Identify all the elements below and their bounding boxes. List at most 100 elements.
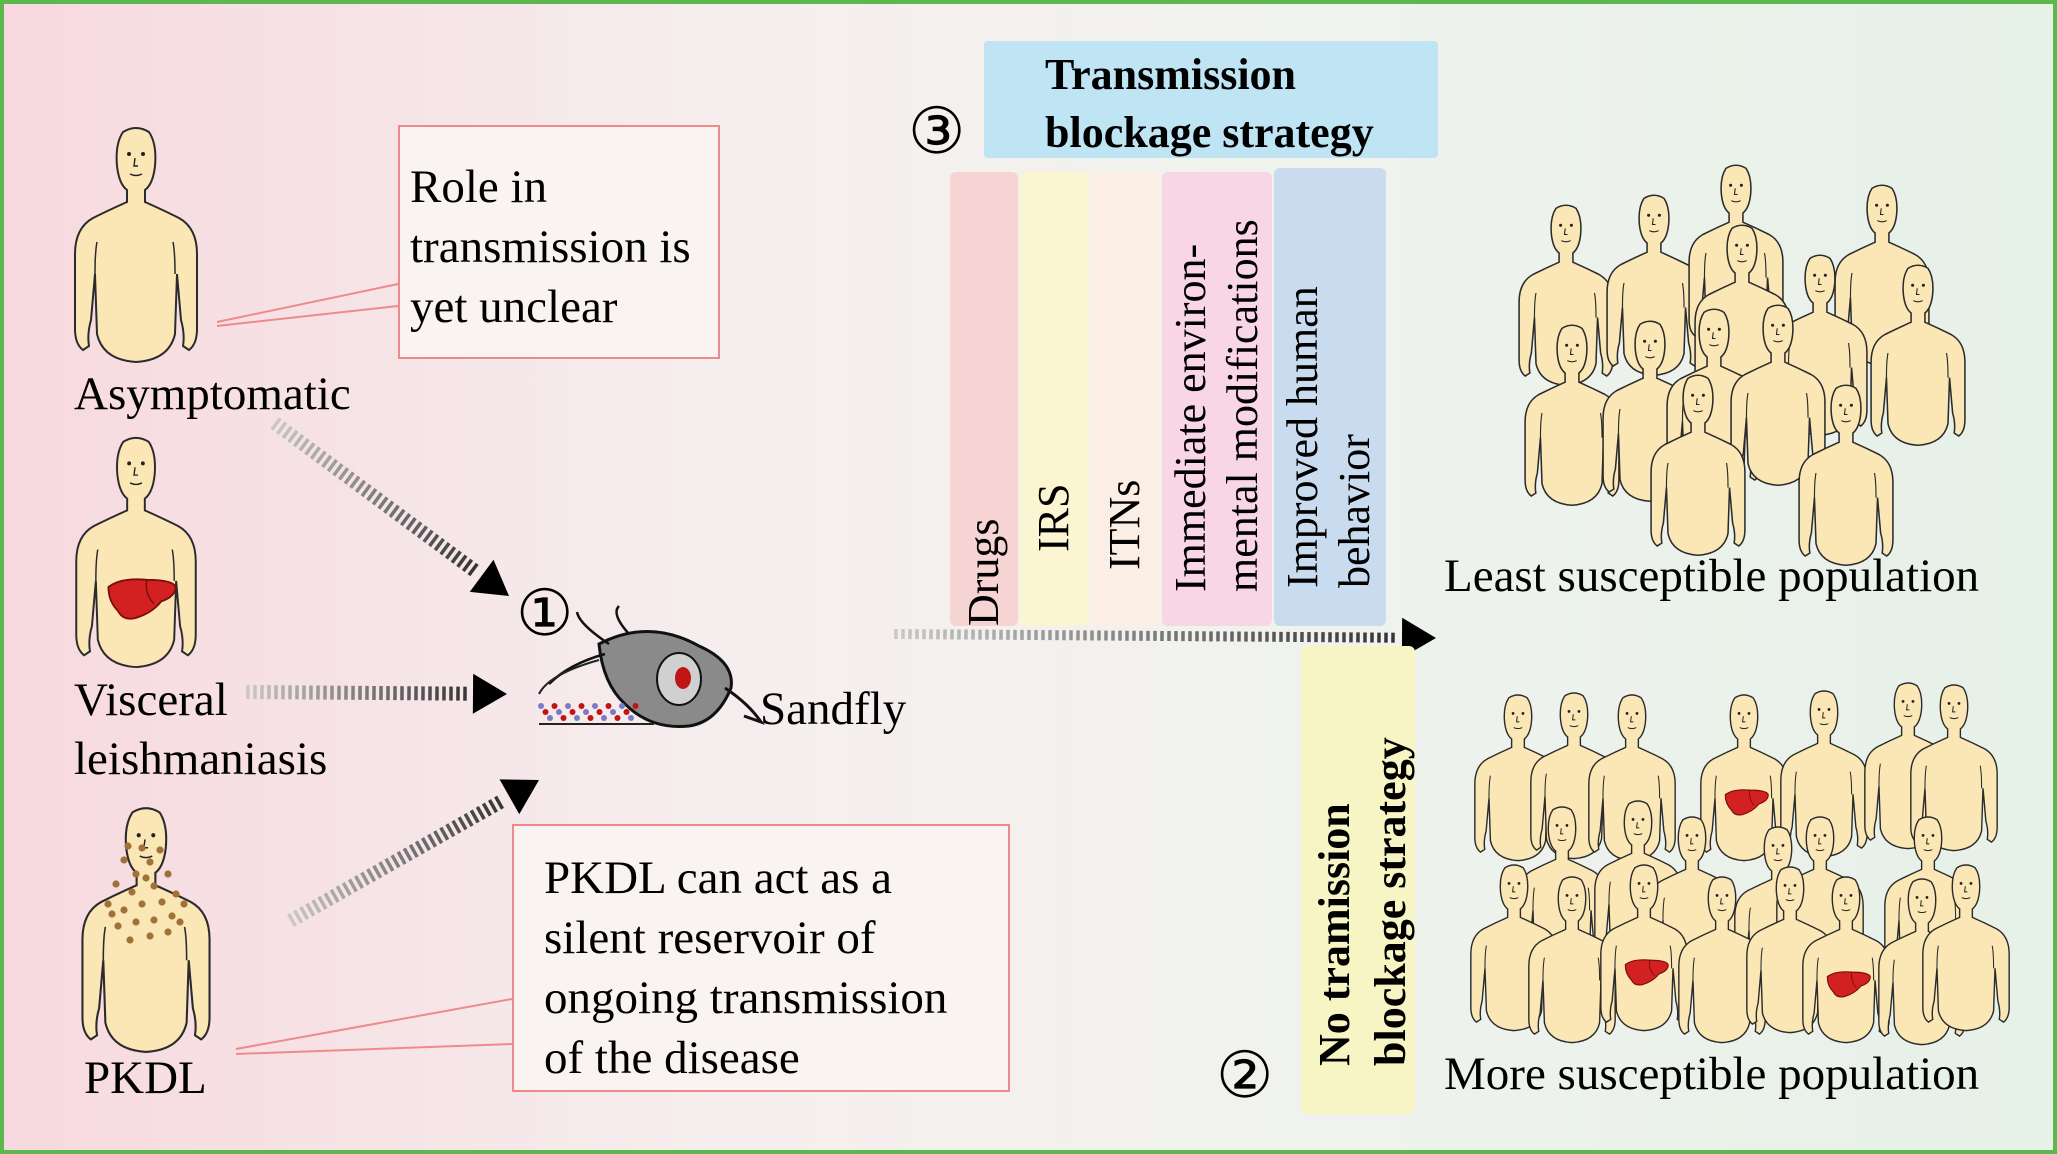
asymptomatic-person-icon — [73, 126, 199, 364]
lesion-dot — [132, 918, 140, 926]
lesion-dot — [128, 888, 136, 896]
blood-cell — [578, 703, 585, 709]
strategy-strip: ITNs — [1090, 172, 1160, 626]
arrow-dash — [405, 517, 417, 531]
arrow-dash — [411, 521, 423, 535]
arrow-dash — [451, 819, 462, 834]
lesion-dot — [164, 870, 172, 878]
blood-cell — [587, 715, 594, 721]
arrow-dash — [402, 847, 413, 862]
lesion-dot — [146, 858, 154, 866]
no-strategy-strip: No tramission blockage strategy — [1301, 646, 1415, 1114]
blood-cell — [556, 709, 562, 715]
arrow-dash — [354, 479, 367, 494]
blood-cell — [538, 703, 544, 709]
arrow-dash — [326, 458, 338, 473]
arrow-dash — [287, 429, 299, 444]
arrow-dash — [394, 508, 406, 523]
least-susceptible-label: Least susceptible population — [1444, 550, 1980, 602]
lesion-dot — [120, 856, 128, 864]
vl-label-line2: leishmaniasis — [74, 733, 328, 785]
arrow-dash — [384, 857, 395, 872]
blood-cell — [605, 703, 612, 709]
no-strategy-line1: No tramission — [1310, 803, 1359, 1066]
arrow-dash — [378, 861, 389, 876]
strategy-strip-label: Immediate environ- — [1166, 243, 1215, 592]
lesion-dot — [132, 870, 140, 878]
arrow-dash — [467, 562, 479, 577]
arrow-dash — [433, 537, 445, 552]
lesion-dot — [120, 906, 128, 914]
arrow-dash — [317, 895, 328, 910]
arrow-dash — [457, 816, 468, 831]
strategy-strip-label: ITNs — [1100, 479, 1149, 570]
blood-cells-icon — [538, 703, 654, 725]
arrow-dash — [414, 840, 425, 855]
strategy-title-line1: Transmission — [1045, 50, 1297, 99]
blood-cell — [565, 703, 571, 709]
lesion-dot — [156, 846, 164, 854]
strategy-strip-label: Improved human — [1278, 286, 1327, 588]
lesion-dot — [172, 890, 180, 898]
arrow-dash — [433, 830, 444, 845]
blood-cell — [547, 715, 553, 721]
blood-cell — [632, 703, 639, 709]
blood-cell — [551, 703, 558, 709]
blood-cell — [574, 715, 580, 721]
callout-bottom-line: of the disease — [544, 1032, 800, 1084]
no-strategy-line2: blockage strategy — [1366, 737, 1415, 1066]
arrow-dash — [390, 854, 401, 869]
lesion-dot — [104, 900, 112, 908]
strategy-title-line2: blockage strategy — [1045, 108, 1374, 157]
arrow-dash — [399, 512, 412, 527]
arrow-dash — [388, 504, 400, 518]
arrow-dash — [463, 812, 474, 827]
arrow-dash — [427, 833, 438, 848]
arrow-dash — [287, 913, 297, 927]
blood-cell — [560, 715, 567, 721]
arrow-dash — [293, 909, 304, 924]
strategy-strip-label: Drugs — [959, 518, 1008, 626]
arrow-dash — [321, 454, 333, 469]
lesion-dot — [158, 898, 166, 906]
arrow-dash — [416, 525, 428, 539]
blood-cell — [583, 709, 589, 715]
lesion-dot — [108, 910, 116, 918]
lesion-dot — [150, 916, 158, 924]
arrow-dash — [281, 425, 293, 439]
pkdl-lesions-icon — [104, 842, 188, 944]
blood-cell — [542, 709, 549, 715]
arrow-dash — [335, 885, 346, 900]
arrow-dash — [323, 892, 334, 907]
callout-top-line: Role in — [410, 161, 548, 213]
arrow-dash — [422, 529, 434, 543]
marker-one: ① — [516, 578, 574, 649]
arrow-dash — [372, 864, 383, 879]
arrow-dash — [354, 875, 364, 889]
lesion-dot — [146, 932, 154, 940]
arrow-dash — [366, 868, 377, 883]
arrow-dash — [456, 554, 468, 568]
arrow-dash — [445, 546, 457, 560]
marker-three: ③ — [908, 96, 966, 167]
arrow-dash — [347, 878, 358, 893]
strategy-strip-label: behavior — [1330, 434, 1379, 588]
patients-artwork — [73, 126, 765, 1055]
lesion-dot — [124, 842, 132, 850]
pkdl-label: PKDL — [84, 1052, 207, 1104]
strategy-strip-label: mental modifications — [1218, 219, 1267, 592]
arrow-dash — [311, 899, 322, 914]
arrow-dash — [343, 471, 355, 485]
arrow-dash — [428, 533, 440, 548]
vl-label-line1: Visceral — [74, 674, 228, 726]
arrow-dash — [487, 799, 498, 814]
blood-cell — [614, 715, 621, 721]
lesion-dot — [168, 912, 176, 920]
blood-cell — [628, 715, 634, 721]
arrow-head-icon — [472, 673, 507, 714]
arrow-dash — [276, 421, 288, 435]
blood-cell — [592, 703, 598, 709]
arrow-dash — [396, 850, 407, 865]
callout-bottom-line: PKDL can act as a — [544, 852, 893, 904]
